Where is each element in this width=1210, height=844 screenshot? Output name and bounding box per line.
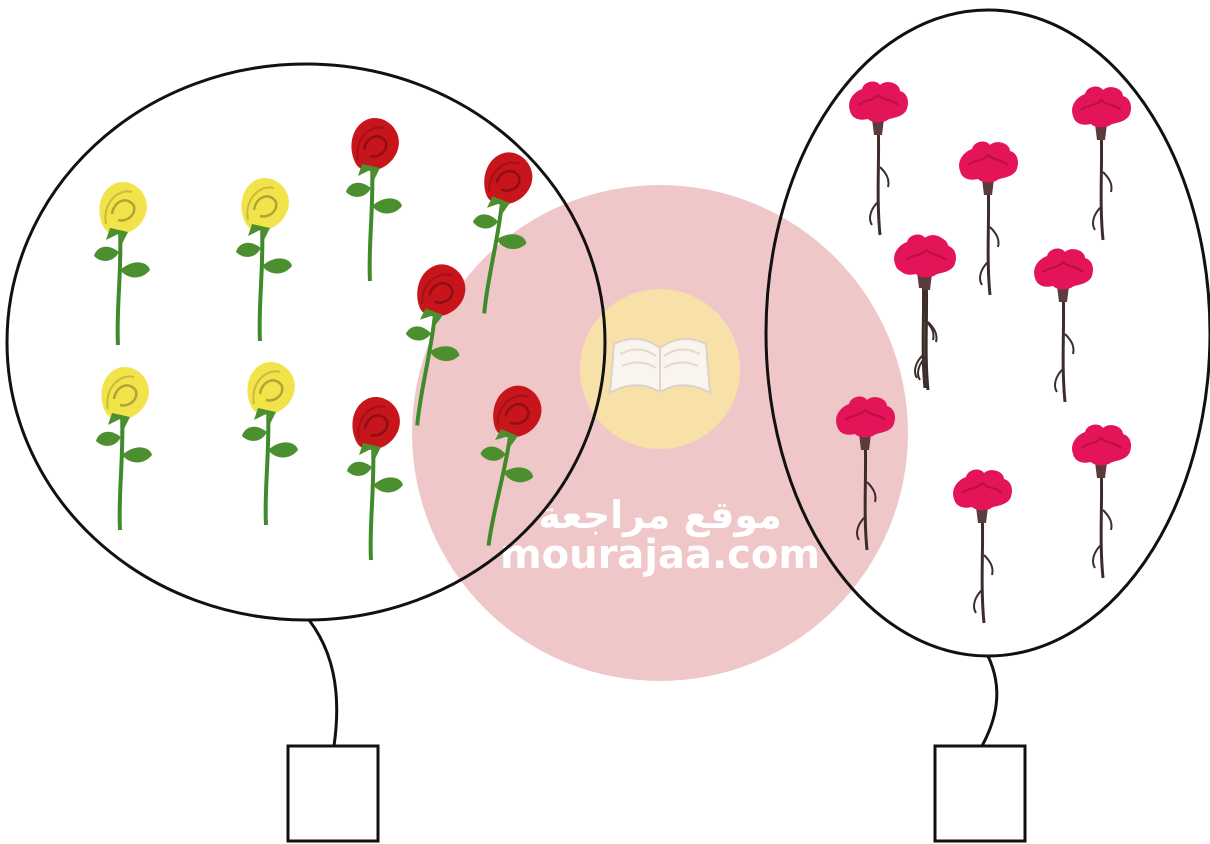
carnation-icon — [849, 82, 908, 235]
open-book-icon — [610, 339, 710, 393]
left-count-box[interactable] — [288, 746, 378, 841]
yellow-rose-icon — [236, 178, 292, 341]
yellow-rose-icon — [94, 182, 150, 345]
carnation-icon — [959, 142, 1018, 295]
carnation-icon — [1072, 425, 1131, 578]
right-count-box[interactable] — [935, 746, 1025, 841]
carnation-icon — [897, 237, 956, 390]
right-connector-line — [982, 656, 997, 746]
yellow-rose-icon — [242, 362, 298, 525]
watermark-domain-text: mourajaa.com — [500, 532, 820, 578]
carnation-icon — [953, 470, 1012, 623]
red-rose-icon — [347, 397, 403, 560]
watermark: موقع مراجعة mourajaa.com — [412, 185, 908, 681]
watermark-arabic-text: موقع مراجعة — [538, 493, 782, 537]
carnation-icon — [1034, 249, 1093, 402]
yellow-rose-icon — [96, 367, 152, 530]
red-rose-icon — [346, 118, 402, 281]
carnation-icon — [1072, 87, 1131, 240]
left-connector-line — [309, 620, 337, 746]
